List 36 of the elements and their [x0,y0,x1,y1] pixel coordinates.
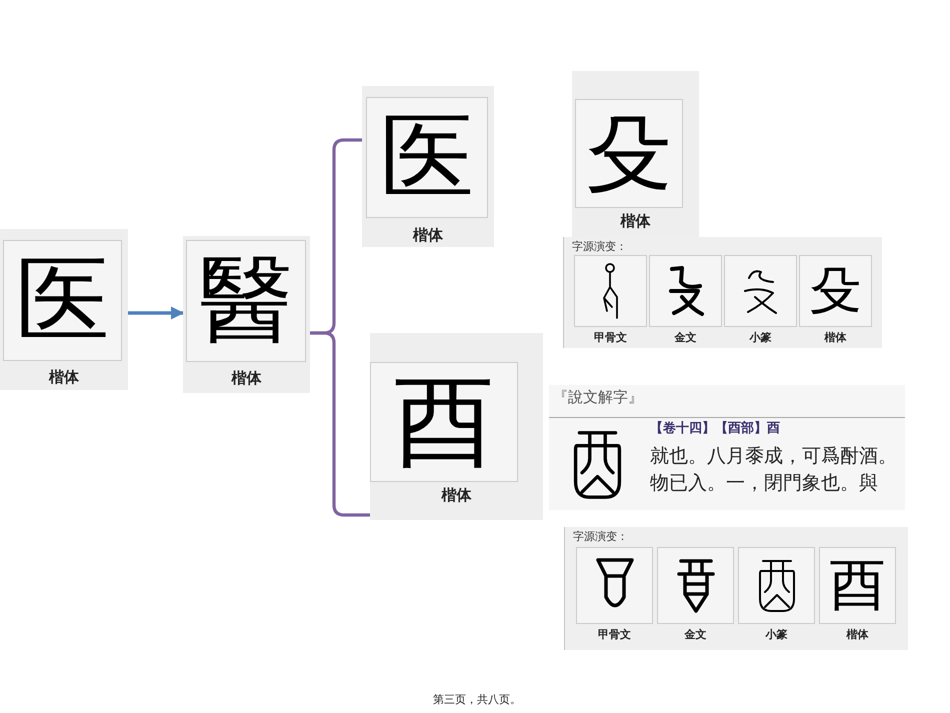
script-label: 小篆 [766,628,788,642]
script-label: 楷体 [232,369,262,387]
character-glyph: 酉 [394,372,494,472]
character-card [572,71,699,237]
script-label: 楷体 [442,486,472,504]
script-label: 金文 [684,628,706,642]
script-label: 楷体 [620,212,650,230]
script-label: 金文 [674,331,696,344]
bracket-line [310,331,370,517]
definition-text: 就也。八月黍成，可爲酎酒。物已入。一，閉門象也。與 [650,444,898,496]
character-glyph: 殳 [810,265,862,317]
character-card [362,86,494,247]
character-glyph: 医 [380,110,474,204]
script-label: 甲骨文 [598,628,631,642]
script-label: 楷体 [49,368,79,386]
dictionary-excerpt [549,385,905,510]
script-label: 楷体 [413,226,443,244]
panel-heading: 字源演变： [572,240,627,254]
character-glyph: 医 [16,254,110,348]
panel-heading: 字源演变： [573,530,628,544]
evolution-panel [564,527,908,650]
script-label: 小篆 [750,331,772,344]
character-glyph: 酉 [830,558,886,614]
character-glyph: 醫 [199,254,293,348]
script-label: 甲骨文 [594,331,627,344]
script-label: 楷体 [846,628,868,642]
entry-reference: 【卷十四】【酉部】酉 [650,421,780,437]
book-title: 『說文解字』 [553,388,643,406]
character-card [0,229,128,390]
character-card [370,333,543,520]
page-number: 第三页，共八页。 [433,693,521,706]
character-glyph: 殳 [586,110,672,196]
arrow [128,306,184,320]
script-label: 楷体 [824,331,846,344]
character-card [183,236,310,393]
evolution-panel [563,237,882,348]
